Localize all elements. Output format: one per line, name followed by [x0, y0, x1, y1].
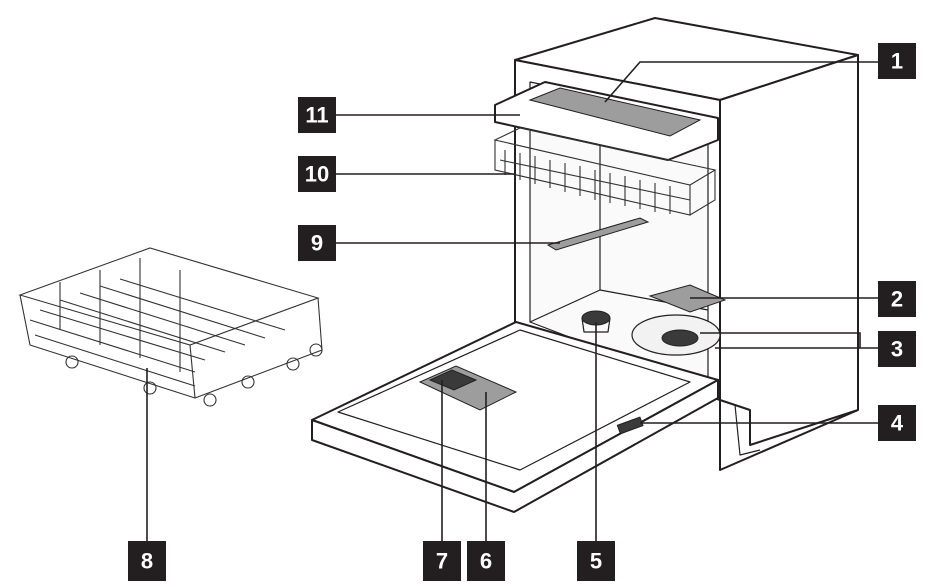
callout-5-label: 5: [590, 549, 602, 574]
upper-basket: [493, 127, 717, 216]
callout-7-label: 7: [436, 549, 448, 574]
callout-6: 6: [467, 541, 505, 581]
detergent-lid: [428, 369, 478, 391]
dishwasher-illustration: [311, 17, 859, 513]
leader-3: [700, 332, 878, 349]
filter-center: [661, 329, 699, 347]
callout-11-label: 11: [305, 103, 328, 128]
callout-2: 2: [878, 281, 916, 317]
callout-3-label: 3: [891, 337, 903, 362]
callout-4-label: 4: [891, 411, 904, 436]
callout-9-label: 9: [311, 231, 323, 256]
callout-1: 1: [878, 43, 916, 79]
leader-lines: [146, 61, 878, 541]
cabinet-foot: [734, 404, 761, 456]
door-inner: [337, 329, 691, 471]
callout-8: 8: [128, 541, 166, 581]
lower-basket: [18, 247, 323, 407]
callout-2-label: 2: [891, 287, 903, 312]
callout-6-label: 6: [480, 549, 492, 574]
callout-1-label: 1: [891, 49, 903, 74]
callout-8-label: 8: [141, 549, 153, 574]
leader-1: [604, 61, 878, 103]
door-edge: [311, 379, 719, 513]
cutlery-tray-mesh: [528, 87, 702, 137]
callout-7: 7: [423, 541, 461, 581]
callout-3: 3: [878, 331, 916, 367]
filter-cover: [648, 284, 727, 313]
rating-plate: [616, 416, 644, 435]
callout-10-label: 10: [305, 162, 329, 187]
tub-floor: [529, 289, 601, 323]
upper-spray-arm: [546, 217, 650, 251]
callout-4: 4: [878, 405, 916, 441]
callout-5: 5: [577, 541, 615, 581]
callout-9: 9: [298, 225, 336, 261]
callout-10: 10: [298, 156, 336, 192]
callout-11: 11: [298, 97, 336, 133]
